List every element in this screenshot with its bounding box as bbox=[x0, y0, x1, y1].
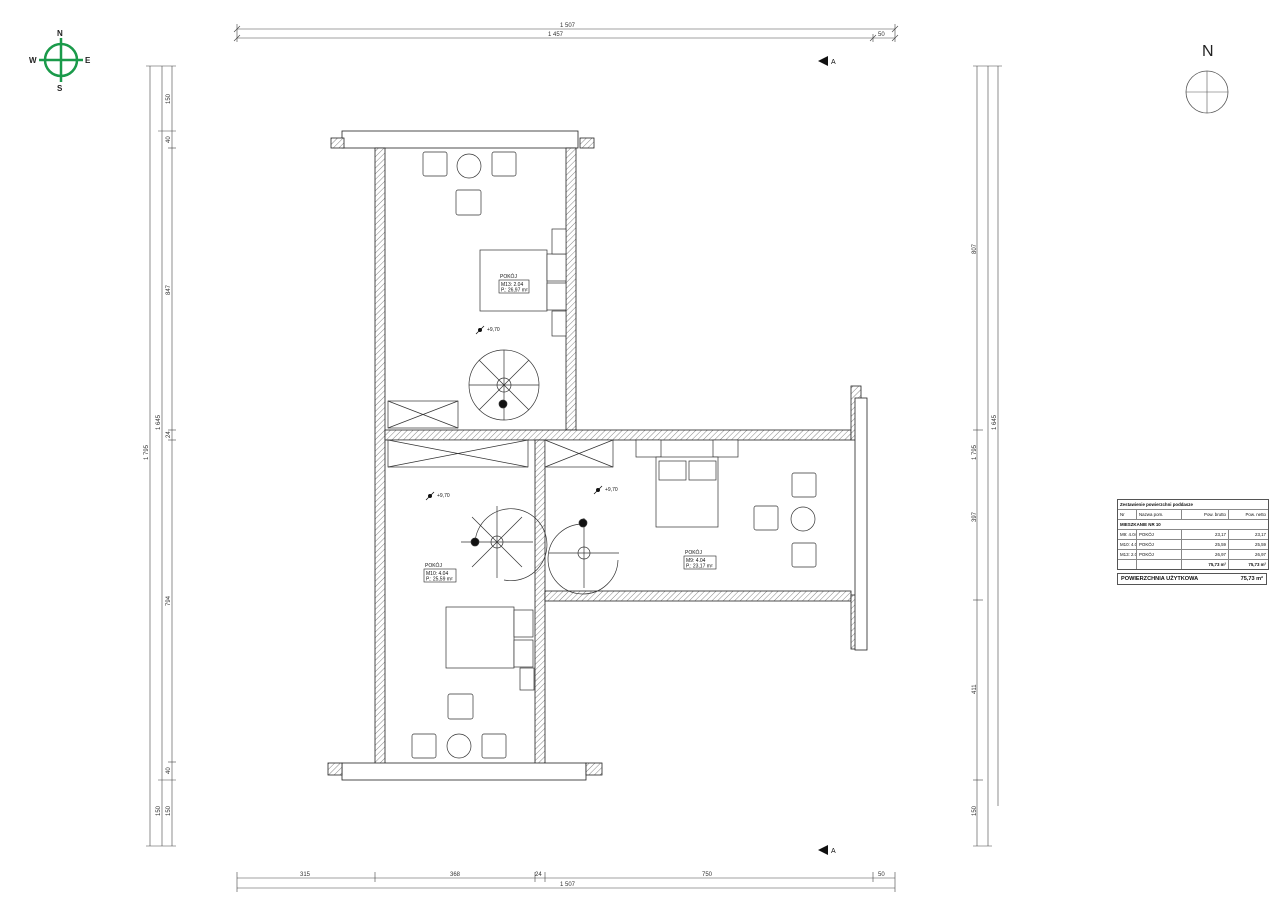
dim-right-overall: 1 795 bbox=[972, 444, 978, 460]
usable-area-value: 75,73 m² bbox=[1240, 576, 1263, 582]
dim-left-upper-wall: 40 bbox=[166, 136, 172, 143]
level-upper-label: +9,70 bbox=[487, 327, 500, 333]
row-name: POKÓJ bbox=[1137, 540, 1182, 549]
level-marker-upper-icon bbox=[475, 325, 485, 335]
dim-left-lower-wall: 40 bbox=[166, 767, 172, 774]
row-brutto: 23,17 bbox=[1182, 530, 1229, 539]
total-netto: 75,73 m² bbox=[1248, 562, 1266, 567]
dim-right-bottom: 150 bbox=[972, 805, 978, 816]
spiral-staircase-right bbox=[547, 518, 619, 595]
header-netto: Pow. netto bbox=[1245, 512, 1266, 517]
usable-area-label: POWIERZCHNIA UŻYTKOWA bbox=[1121, 576, 1199, 582]
dim-bottom-seg2: 368 bbox=[450, 872, 461, 878]
row-nr: M13: 2.04 bbox=[1120, 550, 1137, 559]
row-netto: 23,17 bbox=[1255, 532, 1266, 537]
dim-left-mid-wall: 24 bbox=[166, 431, 172, 438]
table-row: M9: 4.04 POKÓJ 23,17 23,17 bbox=[1118, 529, 1268, 539]
area-summary-table: Zestawienie powierzchni poddasze Nr Nazw… bbox=[1117, 499, 1269, 570]
section-marker-bottom-icon bbox=[818, 845, 828, 855]
spiral-staircase-lower-left bbox=[461, 506, 548, 581]
header-nr: Nr bbox=[1118, 510, 1137, 519]
row-brutto: 26,97 bbox=[1182, 550, 1229, 559]
compass-north-label: N bbox=[57, 29, 63, 38]
room-label-right: POKÓJ M9: 4.04 P.: 23,17 m² bbox=[683, 549, 717, 570]
usable-area-box: POWIERZCHNIA UŻYTKOWA 75,73 m² bbox=[1117, 573, 1267, 585]
dim-top-overall-outer: 1 507 bbox=[560, 23, 576, 29]
lower-left-room-furniture bbox=[387, 439, 535, 759]
right-room-furniture bbox=[544, 439, 817, 568]
room-upper-code: M13: 2.04 bbox=[501, 282, 523, 288]
room-right-code: M9: 4.04 bbox=[686, 558, 706, 564]
north-symbol-label: N bbox=[1202, 43, 1214, 60]
dim-left-upper-room: 847 bbox=[166, 284, 172, 295]
header-name: Nazwa pom. bbox=[1137, 510, 1182, 519]
upper-room-furniture bbox=[387, 151, 567, 429]
right-dimension-lines bbox=[973, 65, 1002, 847]
top-dimension-lines bbox=[233, 24, 899, 42]
dim-left-bottom-b: 150 bbox=[166, 805, 172, 816]
total-spacer-2 bbox=[1137, 560, 1182, 569]
room-label-lower-left: POKÓJ M10: 4.04 P.: 25,59 m² bbox=[423, 562, 457, 583]
dim-left-top-offset: 150 bbox=[166, 93, 172, 104]
left-dimension-lines bbox=[146, 65, 176, 847]
dim-left-bottom-a: 150 bbox=[156, 805, 162, 816]
area-table-total-row: 75,73 m² 75,73 m² bbox=[1118, 559, 1268, 569]
row-netto: 25,59 bbox=[1255, 542, 1266, 547]
dim-left-lower-room: 794 bbox=[166, 595, 172, 606]
spiral-staircase-upper bbox=[468, 349, 540, 421]
compass-icon bbox=[39, 38, 83, 82]
compass-south-label: S bbox=[57, 84, 63, 93]
dim-bottom-seg3: 24 bbox=[535, 872, 542, 878]
row-name: POKÓJ bbox=[1137, 530, 1182, 539]
section-marker-bottom-label: A bbox=[831, 848, 836, 855]
level-marker-lower-right-icon bbox=[593, 485, 603, 495]
level-marker-lower-left-icon bbox=[425, 491, 435, 501]
total-spacer-1 bbox=[1118, 560, 1137, 569]
room-lower-left-name: POKÓJ bbox=[425, 562, 442, 569]
compass-west-label: W bbox=[29, 56, 37, 65]
row-brutto: 25,59 bbox=[1182, 540, 1229, 549]
compass-east-label: E bbox=[85, 56, 91, 65]
row-nr: M10: 4.04 bbox=[1120, 540, 1137, 549]
level-lower-right-label: +9,70 bbox=[605, 487, 618, 493]
dim-right-inner: 1 645 bbox=[992, 414, 998, 430]
room-upper-name: POKÓJ bbox=[500, 273, 517, 280]
section-marker-top-label: A bbox=[831, 59, 836, 66]
dim-top-overall-inner: 1 457 bbox=[548, 32, 564, 38]
dim-bottom-seg1: 315 bbox=[300, 872, 311, 878]
area-table-title: Zestawienie powierzchni poddasze bbox=[1120, 502, 1193, 507]
room-right-name: POKÓJ bbox=[685, 549, 702, 556]
section-marker-top-icon bbox=[818, 56, 828, 66]
table-row: M13: 2.04 POKÓJ 26,97 26,97 bbox=[1118, 549, 1268, 559]
level-lower-left-label: +9,70 bbox=[437, 493, 450, 499]
bottom-dimension-lines bbox=[236, 872, 896, 892]
row-nr: M9: 4.04 bbox=[1120, 530, 1137, 539]
area-table-header-row: Nr Nazwa pom. Pow. brutto Pow. netto bbox=[1118, 509, 1268, 519]
row-netto: 26,97 bbox=[1255, 552, 1266, 557]
north-arrow-icon bbox=[1185, 70, 1229, 114]
dim-left-inner: 1 645 bbox=[156, 414, 162, 430]
dim-right-mid: 397 bbox=[972, 511, 978, 522]
dim-bottom-seg4: 750 bbox=[702, 872, 713, 878]
room-label-upper: POKÓJ M13: 2.04 P.: 26,97 m² bbox=[498, 273, 530, 294]
dim-right-upper: 807 bbox=[972, 243, 978, 254]
room-lower-left-code: M10: 4.04 bbox=[426, 571, 448, 577]
room-upper-area: P.: 26,97 m² bbox=[501, 288, 528, 294]
room-lower-left-area: P.: 25,59 m² bbox=[426, 577, 453, 583]
room-right-area: P.: 23,17 m² bbox=[686, 564, 713, 570]
dim-left-overall: 1 795 bbox=[144, 444, 150, 460]
dim-bottom-seg5: 50 bbox=[878, 872, 885, 878]
header-brutto: Pow. brutto bbox=[1182, 510, 1229, 519]
row-name: POKÓJ bbox=[1137, 550, 1182, 559]
total-brutto: 75,73 m² bbox=[1182, 560, 1229, 569]
dim-right-lower: 411 bbox=[972, 684, 978, 694]
walls bbox=[327, 130, 868, 781]
area-table-apartment: MIESZKANIE NR 10 bbox=[1120, 522, 1161, 527]
dim-top-offset: 50 bbox=[878, 32, 885, 38]
dim-bottom-overall: 1 507 bbox=[560, 882, 576, 888]
table-row: M10: 4.04 POKÓJ 25,59 25,59 bbox=[1118, 539, 1268, 549]
